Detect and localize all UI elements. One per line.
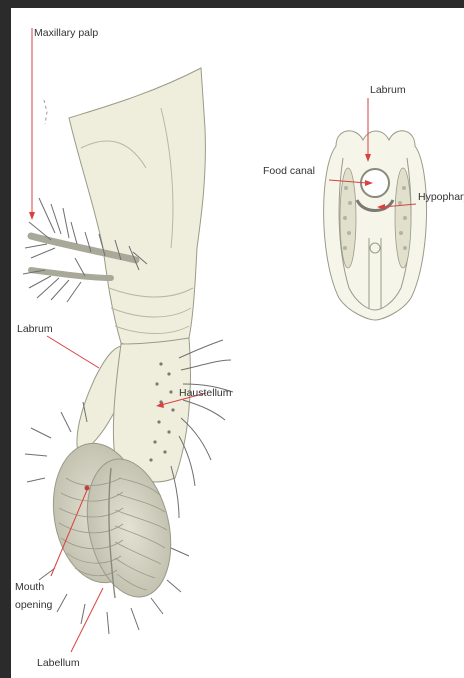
label-haustellum: Haustellum	[179, 387, 232, 399]
fly-head-sideview	[23, 68, 233, 634]
cross-section	[324, 131, 427, 320]
head-outline-dashed	[44, 100, 47, 124]
label-opening: opening	[15, 599, 53, 611]
label-labellum: Labellum	[37, 657, 80, 669]
label-labrum: Labrum	[17, 323, 53, 335]
diagram-canvas: Maxillary palp Labrum Haustellum Mouth o…	[11, 8, 464, 678]
mouthparts-illustration: Maxillary palp Labrum Haustellum Mouth o…	[11, 8, 464, 678]
leader-labrum	[47, 336, 99, 368]
leader-labellum	[71, 588, 103, 652]
arrow-maxillary-palp	[29, 212, 35, 220]
mouth-opening-point	[85, 486, 90, 491]
rostrum	[69, 68, 205, 348]
label-mouth: Mouth	[15, 581, 44, 593]
label-maxillary-palp: Maxillary palp	[34, 27, 98, 39]
label-food-canal: Food canal	[263, 165, 315, 177]
label-hypopharynx: Hypophary	[418, 191, 464, 203]
label-labrum-section: Labrum	[370, 84, 406, 96]
